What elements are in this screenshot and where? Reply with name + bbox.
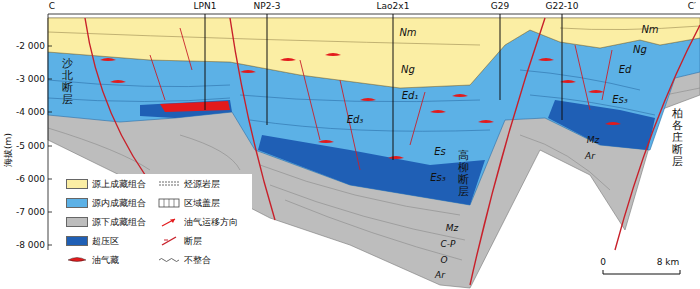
legend-box: 源上成藏组合 烃源岩层源内成藏组合 区域盖层源下成藏组合 油气运移方向超压区 断层油气藏…	[60, 174, 252, 272]
legend-symbol	[158, 217, 180, 227]
fault-name: 高柳断层	[458, 150, 469, 198]
legend-symbol	[158, 179, 180, 189]
fault-name: 柏各庄断层	[672, 108, 683, 168]
axis-tick: -8 000	[16, 241, 45, 250]
legend-text: 区域盖层	[184, 199, 220, 208]
formation-label: Ng	[401, 65, 415, 75]
well-name: LPN1	[194, 2, 217, 11]
well-name: NP2-3	[254, 2, 281, 11]
well-name: Lao2x1	[377, 2, 410, 11]
formation-label: C-P	[441, 240, 456, 249]
fault-name: 沙北断层	[62, 58, 73, 106]
wells	[205, 14, 562, 160]
formation-label: O	[440, 256, 447, 265]
well-name: G29	[491, 2, 509, 11]
legend-text: 不整合	[184, 256, 211, 265]
formation-label: Nm	[641, 25, 658, 35]
axis-tick: -2 000	[16, 42, 45, 51]
formation-label: Ed	[619, 65, 632, 75]
formation-label: Es₃	[612, 95, 628, 105]
scale-label: 8 km	[657, 258, 680, 267]
legend-text: 源上成藏组合	[92, 180, 146, 189]
axis-tick: -3 000	[16, 75, 45, 84]
formation-label: Es	[434, 147, 446, 157]
legend-text: 源内成藏组合	[92, 199, 146, 208]
legend-swatch	[66, 179, 88, 189]
scale-label: 0	[600, 258, 606, 267]
formation-label: Es₃	[430, 173, 446, 183]
section-end: C	[49, 2, 55, 11]
formation-label: Nm	[399, 28, 416, 38]
axis-tick: -4 000	[16, 108, 45, 117]
formation-label: Ed₃	[347, 115, 364, 125]
legend-text: 源下成藏组合	[92, 218, 146, 227]
axis-tick: -5 000	[16, 142, 45, 151]
scale-bar	[603, 270, 680, 274]
formation-label: Ar	[435, 271, 445, 280]
formation-label: Mz	[587, 136, 600, 145]
formation-label: Mz	[446, 224, 459, 233]
legend-swatch	[66, 217, 88, 227]
well-name: G22-10	[545, 2, 578, 11]
pre-source-play	[48, 18, 700, 288]
legend-text: 烃源岩层	[184, 180, 220, 189]
legend-text: 断层	[184, 237, 202, 246]
legend-symbol	[158, 198, 180, 208]
axis-title: 海拔(m)	[4, 133, 13, 167]
post-source-play	[48, 18, 700, 88]
section-end: C′	[688, 2, 696, 11]
legend-swatch	[66, 236, 88, 246]
legend-text: 油气运移方向	[184, 218, 238, 227]
legend-swatch	[66, 198, 88, 208]
legend-symbol	[158, 236, 180, 246]
legend-symbol	[66, 255, 88, 265]
oil-reservoirs	[100, 53, 621, 159]
formation-label: Ed₁	[402, 91, 419, 101]
legend-text: 超压区	[92, 237, 119, 246]
legend-text: 油气藏	[92, 256, 119, 265]
formation-label: Ar	[585, 152, 595, 161]
axis-tick: -7 000	[16, 208, 45, 217]
yellow-strata	[48, 26, 700, 45]
legend-symbol	[158, 255, 180, 265]
axis-tick: -6 000	[16, 175, 45, 184]
formation-label: Ng	[633, 45, 647, 55]
